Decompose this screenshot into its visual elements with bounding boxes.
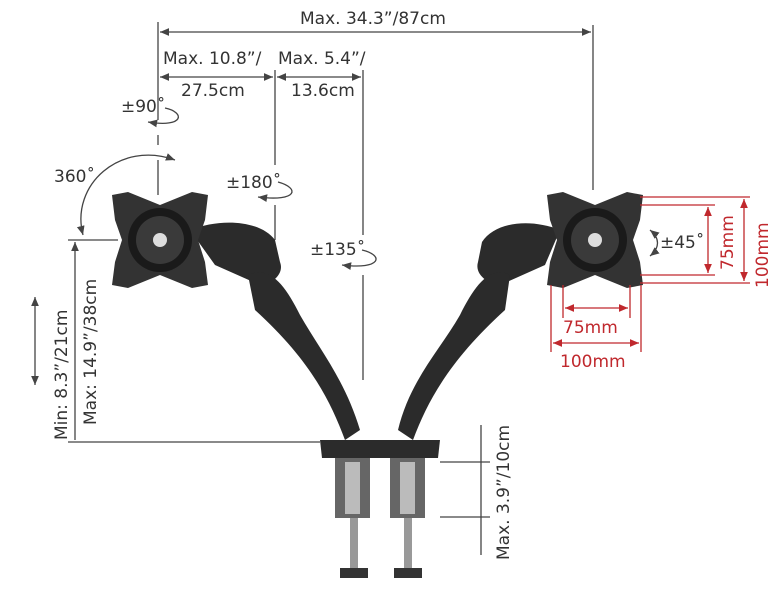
- pivot-arrow-icon: [649, 229, 660, 257]
- tilt-arrow-icon: [147, 107, 179, 128]
- right-vesa-plate: [547, 192, 643, 288]
- swivel-elbow-arrow-icon: [257, 181, 293, 202]
- desk-base: [320, 440, 440, 578]
- swivel-elbow-label: ±180˚: [226, 172, 281, 193]
- swivel-base-label: ±135˚: [310, 239, 365, 260]
- arm2-reach-bottom-label: 13.6cm: [291, 81, 355, 101]
- right-arm: [398, 223, 560, 440]
- vesa-h-small-label: 75mm: [563, 318, 618, 338]
- vesa-v-large-label: 100mm: [753, 222, 773, 288]
- rotate-arrow-icon: [76, 153, 176, 236]
- tilt-label: ±90˚: [121, 96, 165, 117]
- height-min-label: Min: 8.3”/21cm: [52, 310, 72, 440]
- height-max-label: Max: 14.9”/38cm: [81, 279, 101, 425]
- arm1-reach-top-label: Max. 10.8”/: [163, 49, 262, 69]
- rotate-label: 360˚: [54, 166, 95, 187]
- total-reach-label: Max. 34.3”/87cm: [300, 9, 446, 29]
- pivot-label: ±45˚: [660, 232, 704, 253]
- swivel-base-arrow-icon: [341, 249, 377, 270]
- arm1-reach-bottom-label: 27.5cm: [181, 81, 245, 101]
- height-dimension-lines: [31, 239, 320, 443]
- clamp-dimension-lines: [440, 425, 490, 555]
- clamp-thickness-label: Max. 3.9”/10cm: [494, 425, 514, 560]
- left-vesa-plate: [112, 192, 208, 288]
- vesa-dimension-lines: [550, 196, 750, 352]
- left-arm: [190, 222, 360, 440]
- reach-dimension-lines: [157, 22, 594, 380]
- arm2-reach-top-label: Max. 5.4”/: [278, 49, 366, 69]
- vesa-v-small-label: 75mm: [718, 215, 738, 270]
- vesa-h-large-label: 100mm: [560, 352, 626, 372]
